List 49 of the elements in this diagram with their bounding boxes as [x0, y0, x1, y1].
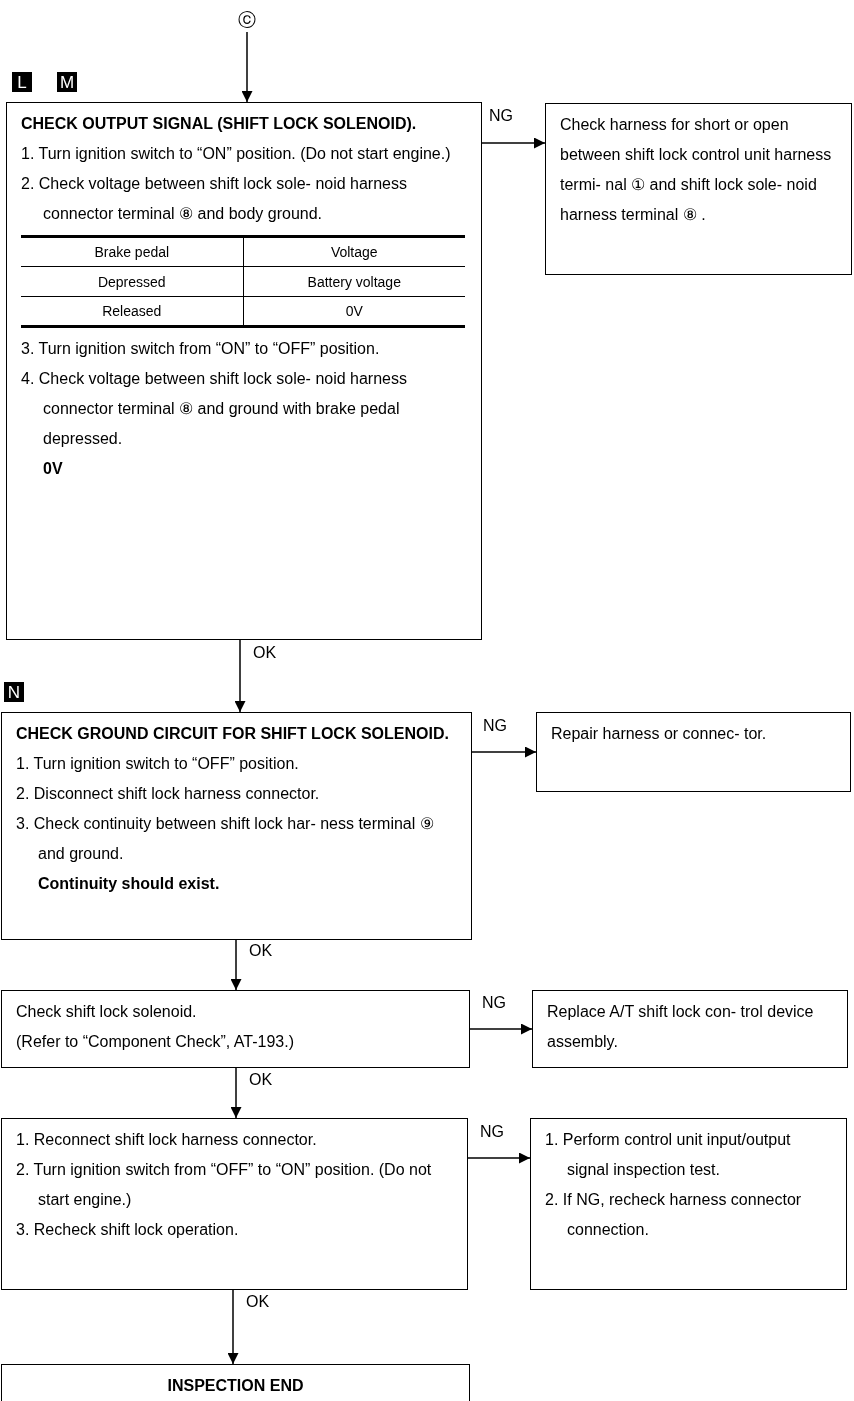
arrow: [230, 1067, 242, 1119]
process-box: [6, 102, 482, 640]
step-text: 1. Turn ignition switch to “ON” position. (Do not start engine.): [21, 144, 452, 164]
arrow: [481, 137, 546, 149]
arrow: [471, 746, 537, 758]
step-text: Repair harness or connec- tor.: [551, 724, 768, 744]
table-cell: Battery voltage: [243, 266, 465, 297]
process-box: [532, 990, 848, 1068]
step-text: 1. Reconnect shift lock harness connector.: [16, 1130, 318, 1150]
table-cell: Depressed: [21, 266, 243, 297]
process-box: [1, 1118, 468, 1290]
step-text: 2. Disconnect shift lock harness connector.: [16, 784, 321, 804]
box-heading: CHECK GROUND CIRCUIT FOR SHIFT LOCK SOLENOID.: [16, 724, 450, 744]
step-text: Replace A/T shift lock con- trol device assembly.: [547, 1002, 815, 1052]
table-cell: Voltage: [243, 236, 465, 267]
step-letter-badge: L: [12, 72, 32, 92]
process-box: [530, 1118, 847, 1290]
step-letter-badge: N: [4, 682, 24, 702]
process-box: [1, 990, 470, 1068]
process-box: [536, 712, 851, 792]
step-text: Continuity should exist.: [37, 874, 221, 894]
arrow: [467, 1152, 531, 1164]
step-text: 3. Check continuity between shift lock har- ness terminal ⑨ and ground.: [16, 814, 435, 864]
step-text: 2. If NG, recheck harness connector connection.: [545, 1190, 803, 1240]
process-box: [1, 712, 472, 940]
step-text: Check harness for short or open between shift lock control unit harness termi- nal ① and shift lock sole- noid harness terminal ⑧ .: [560, 115, 833, 225]
step-text: 0V: [42, 459, 64, 479]
arrow: [230, 939, 242, 991]
step-text: 3. Turn ignition switch from “ON” to “OFF” position.: [21, 339, 381, 359]
step-text: 1. Perform control unit input/output signal inspection test.: [545, 1130, 792, 1180]
step-text: 2. Turn ignition switch from “OFF” to “ON” position. (Do not start engine.): [16, 1160, 433, 1210]
box-heading: INSPECTION END: [166, 1376, 305, 1396]
step-letter-badge: M: [57, 72, 77, 92]
arrow: [469, 1023, 533, 1035]
step-text: 2. Check voltage between shift lock sole- noid harness connector terminal ⑧ and body ground.: [21, 174, 408, 224]
table-cell: Brake pedal: [21, 236, 243, 267]
connector-symbol: ⓒ: [234, 8, 260, 32]
step-text: 1. Turn ignition switch to “OFF” position.: [16, 754, 300, 774]
arrow: [227, 1289, 239, 1365]
box-heading: CHECK OUTPUT SIGNAL (SHIFT LOCK SOLENOID).: [21, 114, 418, 134]
step-text: Check shift lock solenoid.: [16, 1002, 198, 1022]
step-text: (Refer to “Component Check”, AT-193.): [16, 1032, 296, 1052]
arrow: [234, 639, 246, 713]
arrow: [241, 31, 253, 103]
step-text: 4. Check voltage between shift lock sole- noid harness connector terminal ⑧ and ground with brake pedal depressed.: [21, 369, 408, 449]
process-box: [545, 103, 852, 275]
table-cell: 0V: [243, 296, 465, 327]
step-text: 3. Recheck shift lock operation.: [16, 1220, 240, 1240]
table-cell: Released: [21, 296, 243, 327]
